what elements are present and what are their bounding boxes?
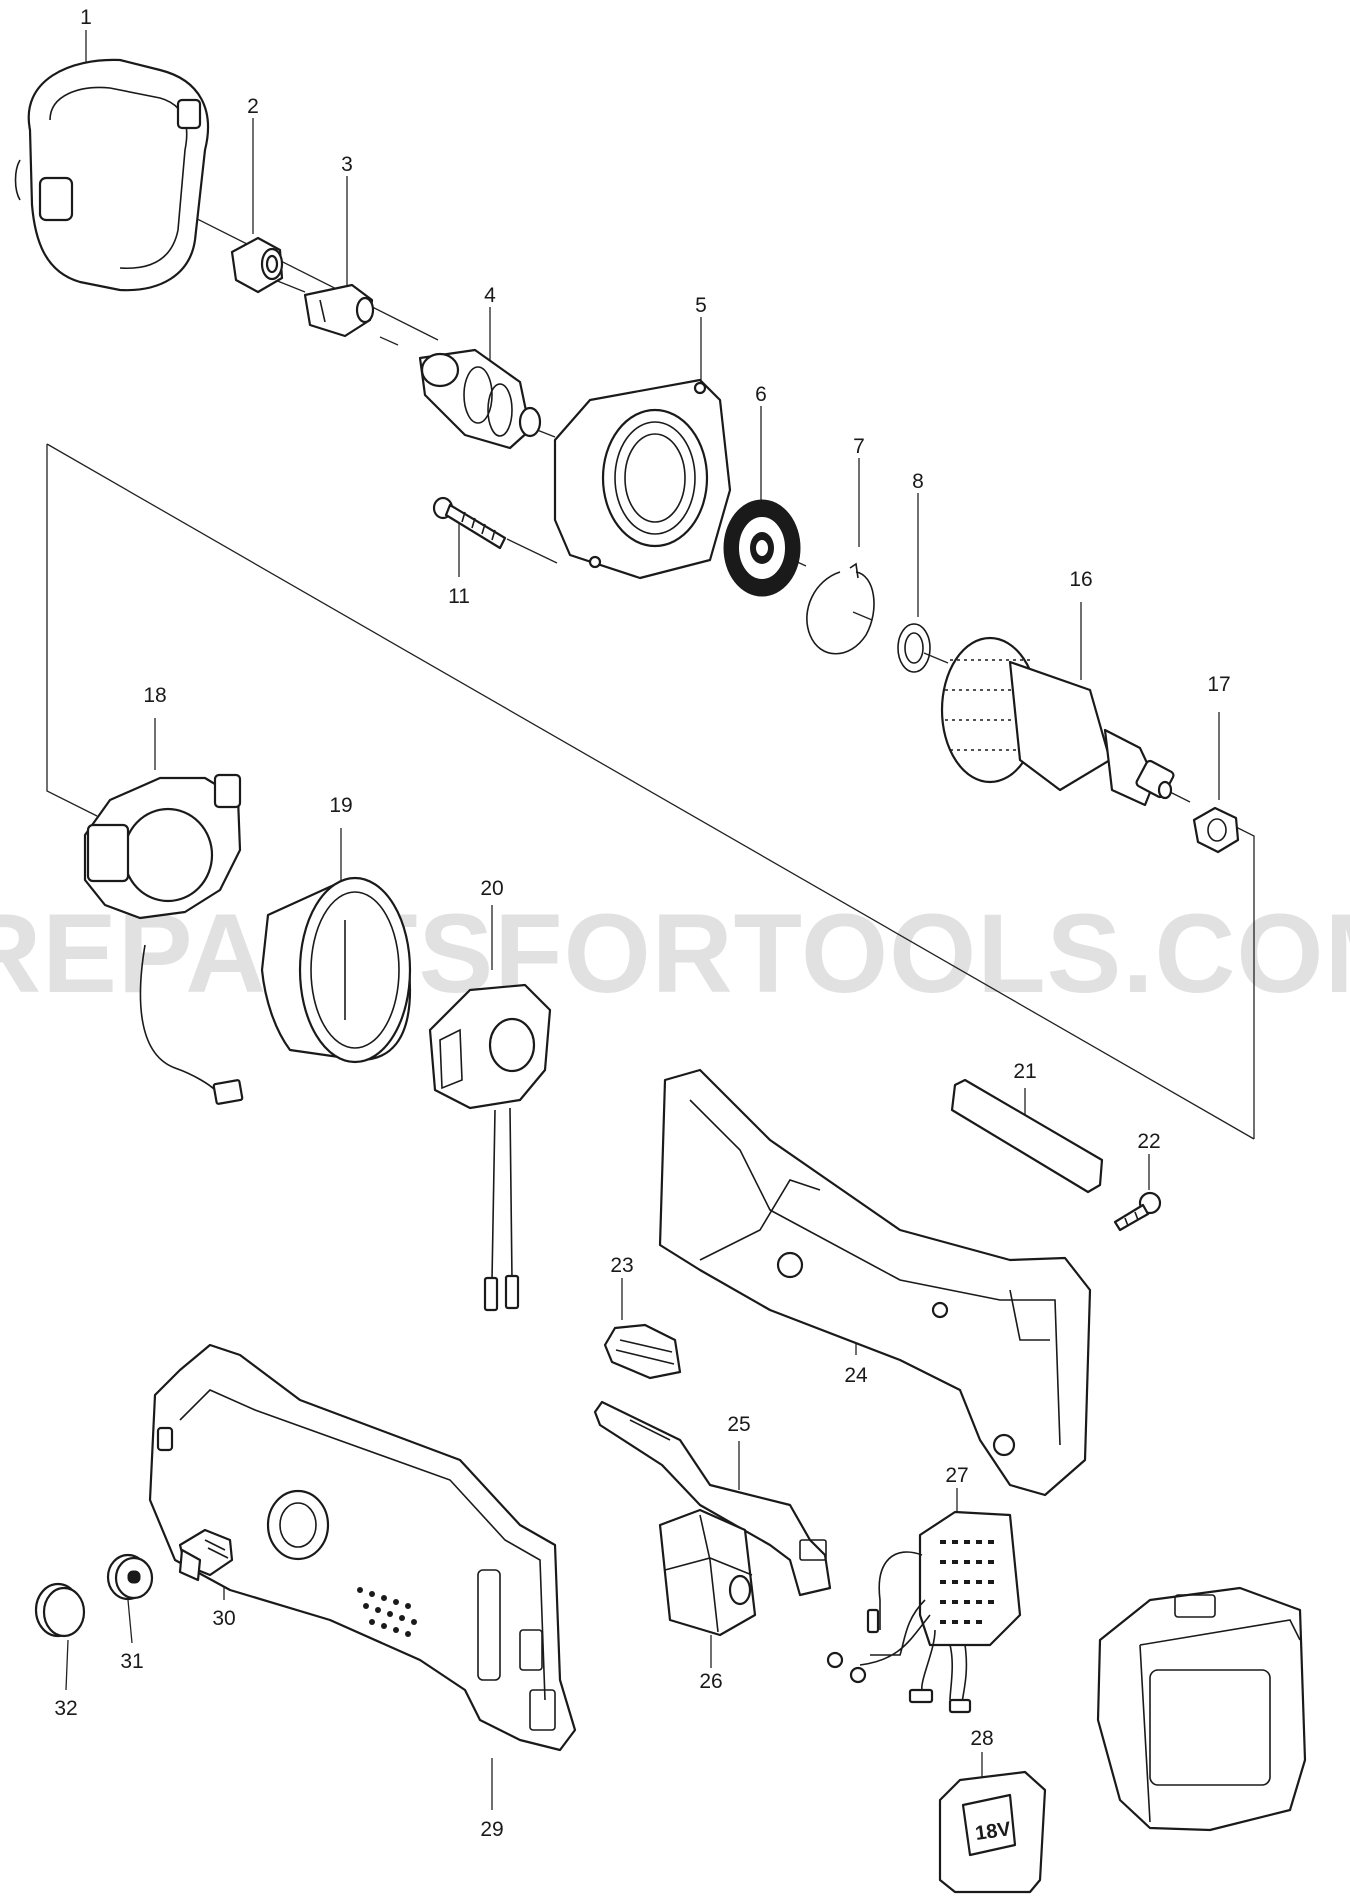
callout-31: 31 xyxy=(120,1650,143,1673)
callout-18: 18 xyxy=(143,684,166,707)
part-24-housing-set xyxy=(658,1068,1092,1497)
part-29-housing-half xyxy=(148,1343,577,1752)
callout-4: 4 xyxy=(484,284,496,307)
part-6-ball-bearing xyxy=(723,499,801,597)
callout-24: 24 xyxy=(844,1364,868,1387)
part-21-name-plate xyxy=(950,1078,1104,1194)
callout-labels: 1 2 3 4 5 6 7 8 11 16 17 18 19 20 21 22 … xyxy=(54,6,1230,1841)
part-26-switch-unit xyxy=(658,1508,757,1637)
callout-2: 2 xyxy=(247,95,259,118)
part-8-snap-ring xyxy=(897,623,931,673)
callout-16: 16 xyxy=(1069,568,1092,591)
callout-8: 8 xyxy=(912,470,924,493)
callout-17: 17 xyxy=(1207,673,1230,696)
watermark: SPAREPARTSFORTOOLS.COM.AU xyxy=(0,891,1350,1016)
part-23-switch-button xyxy=(603,1323,682,1380)
callout-6: 6 xyxy=(755,383,767,406)
part-27-controller xyxy=(826,1510,1022,1714)
callout-11: 11 xyxy=(448,585,470,608)
battery-pack xyxy=(1096,1586,1307,1832)
callout-22: 22 xyxy=(1137,1130,1160,1153)
part-32-cover xyxy=(34,1582,86,1638)
part-28-battery-label: 18V xyxy=(938,1770,1047,1894)
callout-5: 5 xyxy=(695,294,707,317)
plate-text: 18V xyxy=(974,1818,1013,1845)
part-3-collet-cone xyxy=(303,283,375,338)
part-4-spindle xyxy=(418,348,542,450)
callout-3: 3 xyxy=(341,153,353,176)
part-5-bearing-box xyxy=(553,378,732,580)
part-16-rotor xyxy=(940,636,1175,807)
part-1-wheel-guard xyxy=(14,58,210,292)
callout-7: 7 xyxy=(853,435,865,458)
callout-29: 29 xyxy=(480,1818,503,1841)
part-25-switch-lever xyxy=(593,1400,832,1597)
part-17-bearing xyxy=(1192,806,1240,854)
part-19-stator xyxy=(260,876,412,1064)
callout-20: 20 xyxy=(480,877,503,900)
part-31-cap xyxy=(106,1553,154,1601)
callout-28: 28 xyxy=(970,1727,993,1750)
part-18-sensor-board xyxy=(83,773,244,1105)
callout-32: 32 xyxy=(54,1697,77,1720)
part-7-retaining-ring xyxy=(806,562,875,655)
part-22-tapping-screw xyxy=(1113,1191,1162,1232)
callout-26: 26 xyxy=(699,1670,722,1693)
part-20-switch xyxy=(428,983,552,1312)
callout-21: 21 xyxy=(1013,1060,1036,1083)
callout-30: 30 xyxy=(212,1607,235,1630)
callout-27: 27 xyxy=(945,1464,968,1487)
callout-1: 1 xyxy=(80,6,92,29)
callout-23: 23 xyxy=(610,1254,633,1277)
part-11-screw xyxy=(432,496,507,550)
part-2-collet-nut xyxy=(230,236,284,294)
callout-25: 25 xyxy=(727,1413,750,1436)
callout-19: 19 xyxy=(329,794,352,817)
leader-lines xyxy=(65,30,1220,1810)
part-30-brush-holder xyxy=(178,1528,234,1582)
